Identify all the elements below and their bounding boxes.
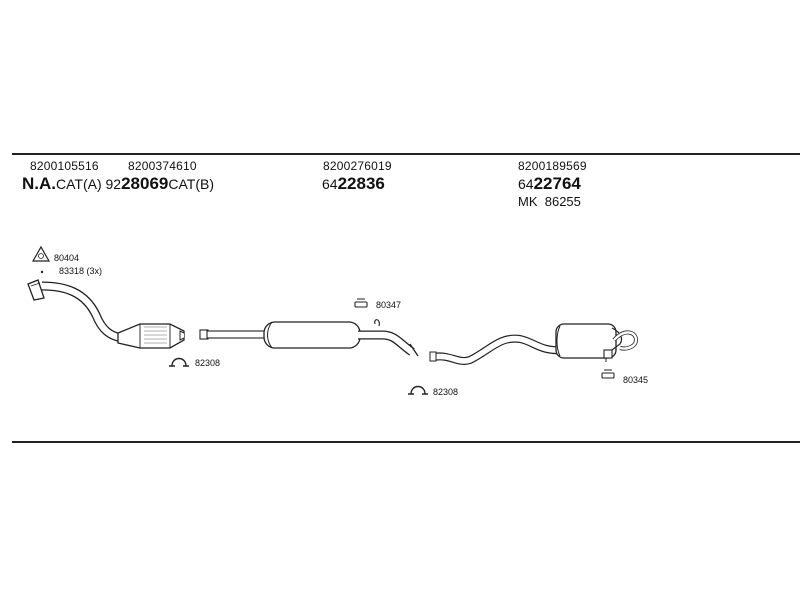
middle-pipe-part-number: 6422836 (322, 174, 385, 194)
middle-silencer (263, 321, 361, 349)
front-clamp-icon (169, 357, 189, 367)
rear-silencer-prefix: 64 (518, 176, 534, 192)
oe-number-4: 8200189569 (518, 159, 587, 173)
middle-hanger-label: 80347 (376, 300, 402, 310)
mounting-kit-label: MK (518, 194, 538, 209)
top-divider (12, 153, 800, 155)
rear-silencer-main: 22764 (533, 174, 581, 193)
catalyst-cat-b: CAT(B) (168, 176, 214, 192)
oe-number-1: 8200105516 (30, 159, 99, 173)
middle-pipe-inlet (199, 329, 266, 340)
mounting-kit: MK 86255 (518, 194, 581, 209)
catalyst-main-b: 28069 (121, 174, 169, 193)
oe-number-2: 8200374610 (128, 159, 197, 173)
front-clamp-label: 82308 (195, 358, 221, 368)
rear-hanger-label: 80345 (623, 375, 649, 385)
bolts-label: 83318 (3x) (59, 266, 103, 276)
rear-silencer (555, 323, 639, 359)
middle-pipe-main: 22836 (337, 174, 385, 193)
rear-silencer-part-number: 6422764 (518, 174, 581, 194)
rear-clamp-icon (408, 385, 428, 395)
rear-pipe (429, 334, 566, 365)
mounting-kit-number: 86255 (544, 194, 581, 209)
front-flange (27, 279, 45, 301)
front-pipe (41, 281, 123, 343)
rear-hanger-bracket (603, 349, 613, 362)
catalyst-part-numbers: N.A.CAT(A) 9228069CAT(B) (22, 174, 214, 194)
gasket-label: 80404 (54, 253, 80, 263)
catalyst-cat-a: CAT(A) (56, 176, 102, 192)
catalytic-converter (117, 323, 185, 349)
rear-clamp-label: 82308 (433, 387, 459, 397)
catalyst-prefix-b: 92 (105, 176, 122, 192)
middle-pipe-prefix: 64 (322, 176, 338, 192)
catalyst-lead: N.A. (22, 174, 56, 193)
rear-hanger-icon (601, 369, 615, 379)
bottom-divider (12, 441, 800, 443)
bolt-icon (40, 270, 44, 274)
oe-number-3: 8200276019 (323, 159, 392, 173)
middle-hanger-icon (354, 298, 380, 327)
middle-tail-pipe (358, 330, 419, 357)
gasket-icon (31, 245, 51, 262)
